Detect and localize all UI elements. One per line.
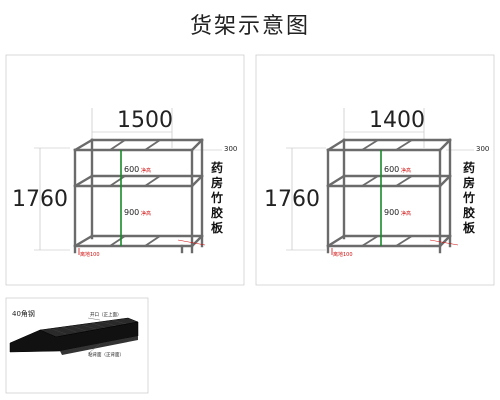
right-panel-label-char: 竹 bbox=[462, 190, 475, 205]
right-cross-braces bbox=[361, 139, 413, 247]
profile-label: 40角钢 bbox=[12, 309, 35, 318]
left-depth-label: 300 bbox=[224, 145, 237, 153]
left-panel-leader bbox=[177, 239, 206, 246]
right-floor-clearance: 离地100 bbox=[333, 251, 353, 258]
right-height-label: 1760 bbox=[264, 187, 320, 212]
left-panel-label-char: 房 bbox=[211, 175, 223, 190]
right-width-label: 1400 bbox=[369, 108, 425, 133]
left-upper-gap-value: 600 bbox=[124, 165, 139, 174]
right-panel-label-char: 房 bbox=[463, 175, 475, 190]
right-panel-label-char: 胶 bbox=[463, 205, 475, 220]
left-lower-gap-value: 900 bbox=[124, 208, 139, 217]
profile-top-note-leader bbox=[87, 317, 101, 321]
left-shelf: 1500 300 1760 bbox=[12, 108, 237, 258]
right-upper-gap-value: 600 bbox=[384, 165, 399, 174]
right-lower-gap-unit: 净高 bbox=[401, 210, 411, 217]
right-panel-border bbox=[255, 54, 495, 286]
left-width-label: 1500 bbox=[117, 108, 173, 133]
right-shelf: 1400 300 1760 bbox=[264, 108, 489, 258]
right-upper-gap-unit: 净高 bbox=[401, 167, 411, 174]
profile-panel-border bbox=[5, 297, 149, 394]
right-panel-label-char: 板 bbox=[463, 220, 476, 235]
profile-lower-edge bbox=[60, 336, 138, 355]
profile-top-note: 开口（正上面） bbox=[90, 311, 122, 318]
right-lower-gap-value: 900 bbox=[384, 208, 399, 217]
left-panel-label-char: 药 bbox=[211, 160, 223, 175]
profile-bottom-note: 粘背面（正背面） bbox=[88, 351, 124, 358]
left-panel-label-char: 竹 bbox=[210, 190, 223, 205]
left-frame bbox=[73, 138, 204, 254]
page-title: 货架示意图 bbox=[189, 14, 310, 39]
right-panel-label: 药房竹胶板 bbox=[462, 160, 476, 235]
left-panel-label-char: 胶 bbox=[211, 205, 223, 220]
right-depth-label: 300 bbox=[476, 145, 489, 153]
profile-front-body bbox=[9, 321, 139, 353]
left-panel-border bbox=[5, 54, 245, 286]
right-panel-label-char: 药 bbox=[463, 160, 475, 175]
left-lower-gap-unit: 净高 bbox=[141, 210, 151, 217]
left-height-label: 1760 bbox=[12, 187, 68, 212]
profile-top-hatch bbox=[51, 319, 127, 335]
left-panel-label-char: 板 bbox=[211, 220, 224, 235]
left-panel-label: 药房竹胶板 bbox=[210, 160, 224, 235]
profile-bottom-note-leader bbox=[89, 343, 101, 353]
left-upper-gap-unit: 净高 bbox=[141, 167, 151, 174]
right-frame bbox=[326, 138, 452, 254]
left-floor-clearance: 离地100 bbox=[80, 251, 100, 258]
right-panel-leader bbox=[429, 239, 459, 246]
angle-steel-profile: 40角钢 开口（正上面） 粘背面（正背面） bbox=[9, 309, 139, 358]
left-cross-braces bbox=[109, 139, 161, 247]
